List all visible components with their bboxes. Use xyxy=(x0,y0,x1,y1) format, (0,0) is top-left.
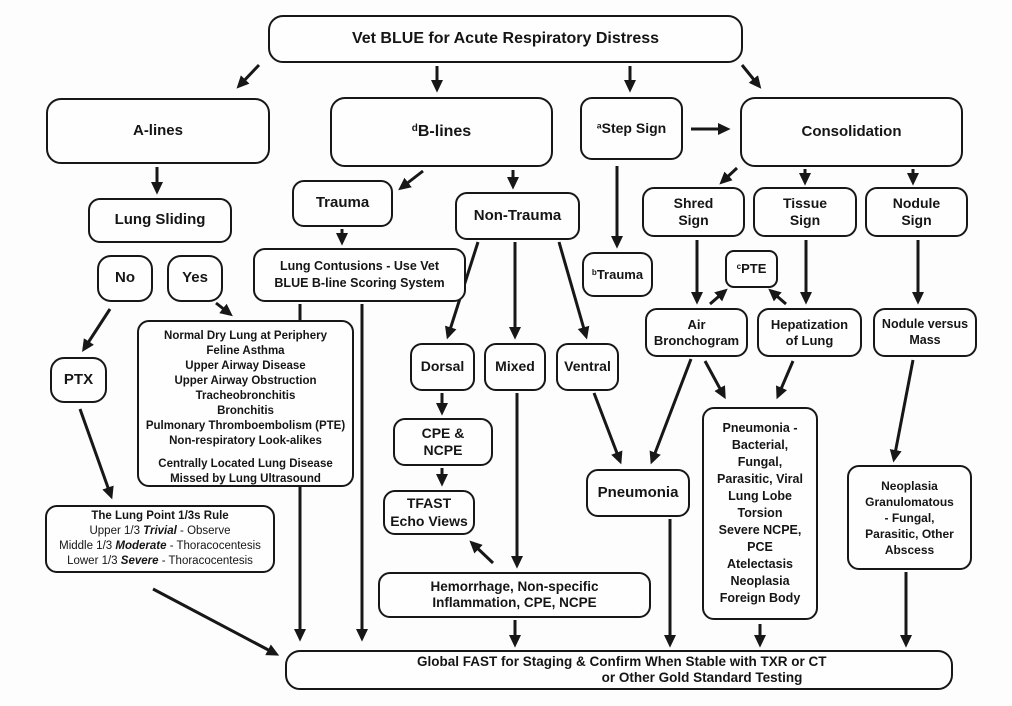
title-text: Vet BLUE for Acute Respiratory Distress xyxy=(351,30,660,48)
node-neoplasia-list: Neoplasia Granulomatous - Fungal, Parasi… xyxy=(847,465,972,570)
lung-point-rule-lower: Lower 1/3 Severe - Thoracocentesis xyxy=(67,555,253,567)
node-title: Vet BLUE for Acute Respiratory Distress xyxy=(268,15,743,63)
node-nodule-sign: Nodule Sign xyxy=(865,187,968,237)
node-b-lines: dB-lines xyxy=(330,97,553,167)
node-step-sign: aStep Sign xyxy=(580,97,683,160)
arrow xyxy=(768,288,787,306)
node-nodule-vs-mass: Nodule versus Mass xyxy=(873,308,977,357)
node-lung-contusions: Lung Contusions - Use Vet BLUE B-line Sc… xyxy=(253,248,466,302)
step-sign-label: aStep Sign xyxy=(596,119,667,136)
b-lines-label: dB-lines xyxy=(411,123,472,141)
node-ventral: Ventral xyxy=(556,343,619,391)
arrow xyxy=(649,358,693,465)
node-non-trauma: Non-Trauma xyxy=(455,192,580,240)
arrow xyxy=(889,359,915,463)
arrow xyxy=(82,308,112,353)
node-mixed: Mixed xyxy=(484,343,546,391)
node-yes: Yes xyxy=(167,255,223,302)
arrow xyxy=(740,64,762,89)
arrow xyxy=(592,392,623,465)
node-no: No xyxy=(97,255,153,302)
node-hemorrhage: Hemorrhage, Non-specific Inflammation, C… xyxy=(378,572,651,618)
lung-point-title: The Lung Point 1/3s Rule xyxy=(91,510,229,522)
arrow xyxy=(776,360,795,400)
node-cpe-ncpe: CPE & NCPE xyxy=(393,418,493,466)
node-consolidation: Consolidation xyxy=(740,97,963,167)
arrow xyxy=(398,169,424,191)
node-tfast-echo-views: TFAST Echo Views xyxy=(383,490,475,535)
lung-point-rule-middle: Middle 1/3 Moderate - Thoracocentesis xyxy=(59,540,261,552)
node-ptx: PTX xyxy=(50,357,107,403)
node-lung-sliding: Lung Sliding xyxy=(88,198,232,243)
node-tissue-sign: Tissue Sign xyxy=(753,187,857,237)
node-dorsal: Dorsal xyxy=(410,343,475,391)
node-shred-sign: Shred Sign xyxy=(642,187,745,237)
node-trauma: Trauma xyxy=(292,180,393,227)
arrow xyxy=(78,408,114,500)
node-global-fast: Global FAST for Staging & Confirm When S… xyxy=(285,650,953,690)
arrow xyxy=(719,166,739,185)
arrow xyxy=(215,301,233,317)
node-normal-dry-lung-list: Normal Dry Lung at Periphery Feline Asth… xyxy=(137,320,354,487)
arrow xyxy=(469,540,495,565)
lung-point-rule-upper: Upper 1/3 Trivial - Observe xyxy=(89,525,231,537)
arrow xyxy=(236,63,261,89)
node-pneumonia: Pneumonia xyxy=(586,469,690,517)
node-air-bronchogram: Air Bronchogram xyxy=(645,308,748,357)
b-trauma-label: bTrauma xyxy=(591,266,644,282)
node-b-trauma: bTrauma xyxy=(582,252,653,297)
node-pneumonia-causes-list: Pneumonia - Bacterial, Fungal, Parasitic… xyxy=(702,407,818,620)
arrow xyxy=(709,288,728,306)
c-pte-label: cPTE xyxy=(736,261,767,277)
arrow xyxy=(152,587,280,656)
node-lung-point-rule: The Lung Point 1/3s Rule Upper 1/3 Trivi… xyxy=(45,505,275,573)
node-c-pte: cPTE xyxy=(725,250,778,288)
arrow xyxy=(703,360,726,400)
node-hepatization: Hepatization of Lung xyxy=(757,308,862,357)
node-a-lines: A-lines xyxy=(46,98,270,164)
